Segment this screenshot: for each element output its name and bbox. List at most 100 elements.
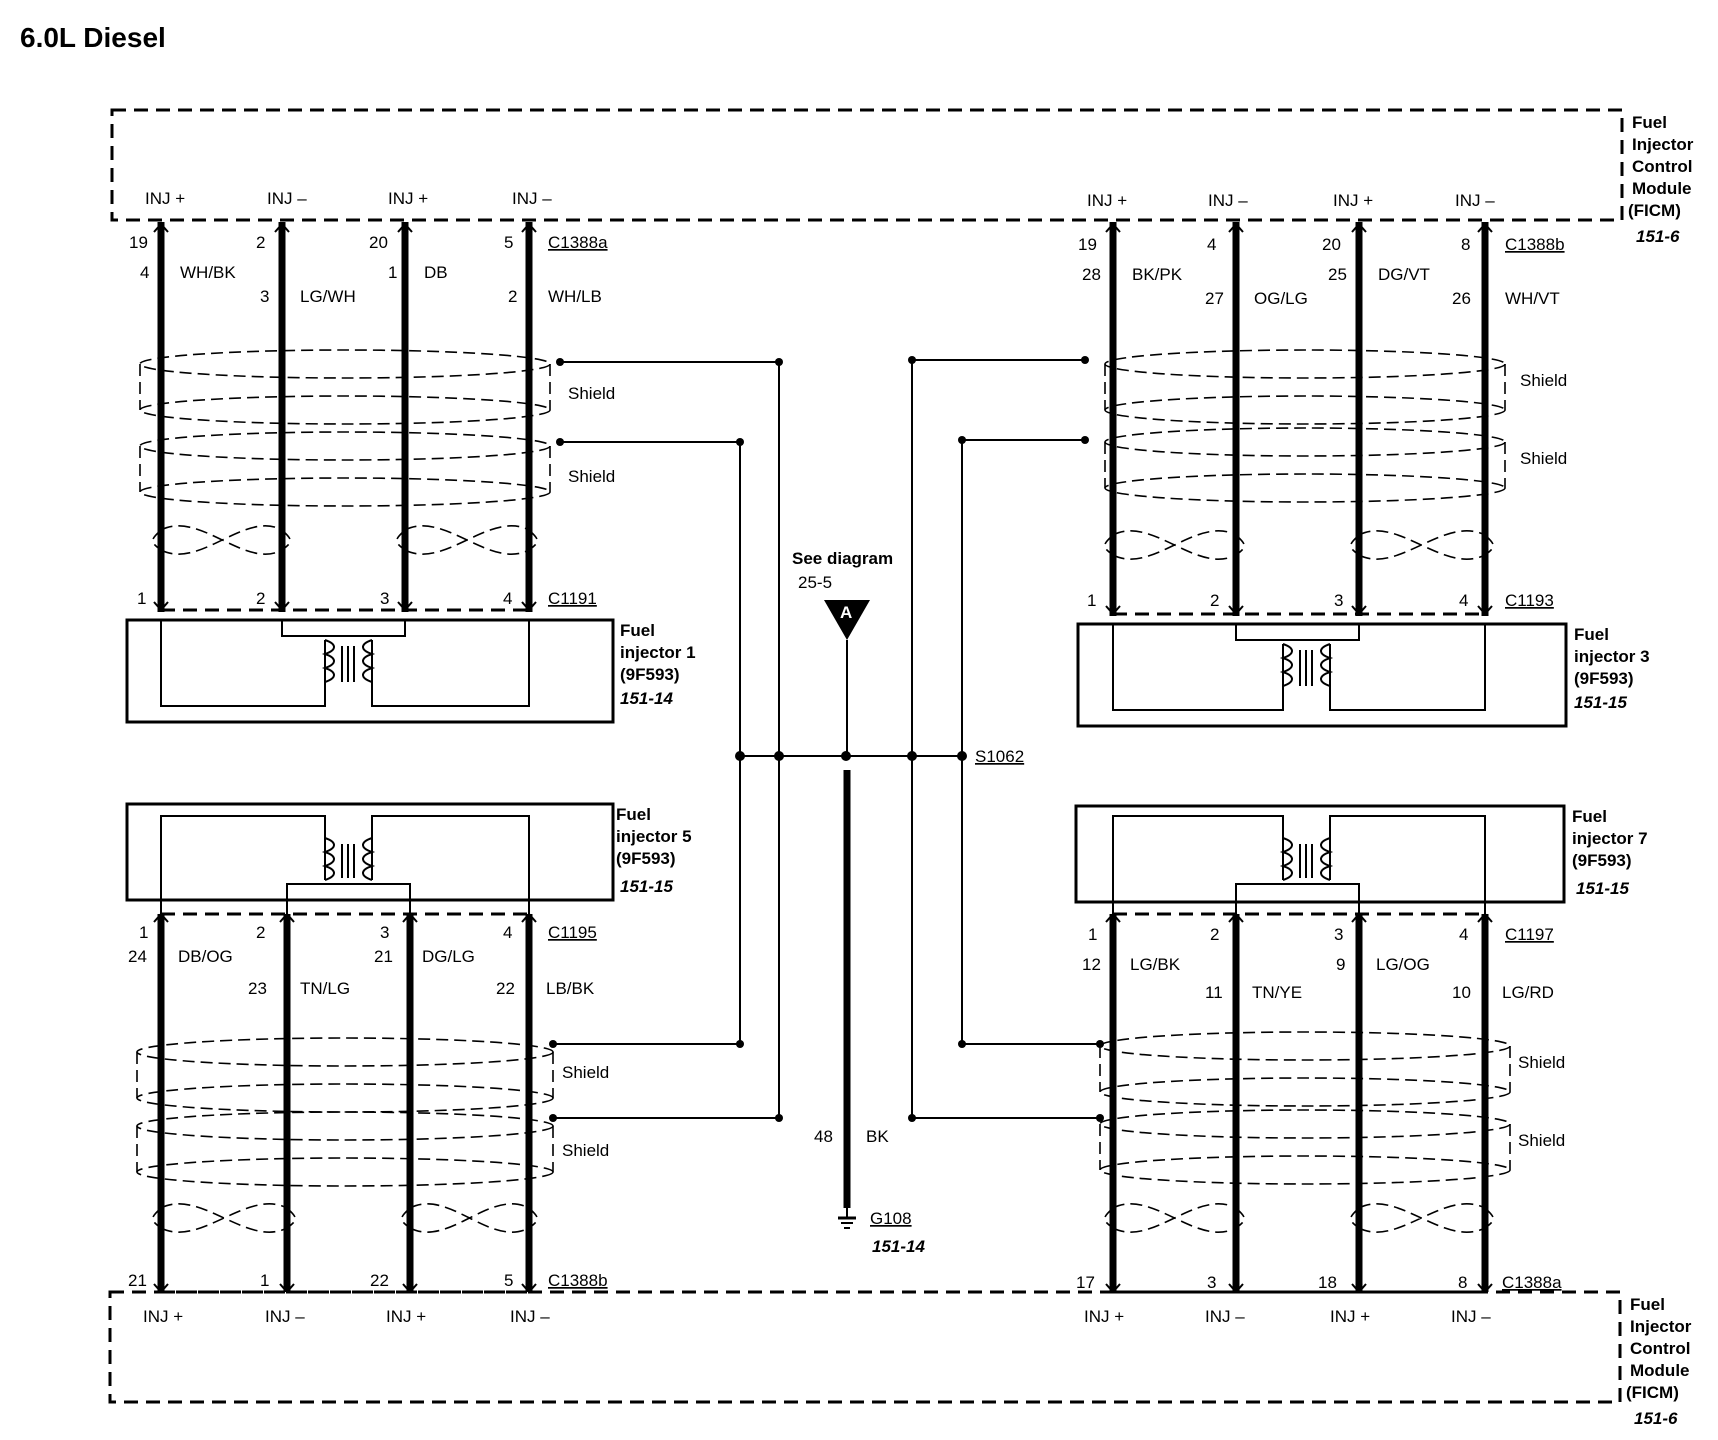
terminal-mark [1105,222,1121,233]
ficm-pin-label: INJ + [388,189,428,208]
injector-label-line: injector 7 [1572,829,1648,848]
injector-coil [1279,837,1334,881]
injector-ref: 151-15 [1576,879,1629,898]
ficm-pin-label: INJ + [145,189,185,208]
terminal-mark [1477,1283,1493,1294]
injector-5-label: Fuel injector 5 (9F593) 151-15 [616,805,692,896]
injector-label-line: (9F593) [1574,669,1634,688]
terminal-mark [1228,605,1244,616]
ficm-top-line: Module [1632,179,1692,198]
shield-label: Shield [562,1141,609,1160]
ficm-pin-number: 19 [1078,235,1097,254]
terminal-mark [1351,605,1367,616]
circuit-number: 2 [508,287,517,306]
injector-pin-number: 2 [256,589,265,608]
injector-pin-number: 2 [256,923,265,942]
ficm-pin-number: 21 [128,1271,147,1290]
ficm-pin-label: INJ – [512,189,552,208]
shield-label: Shield [1518,1131,1565,1150]
see-diagram-number: 25-5 [798,573,832,592]
ficm-pin-number: 20 [1322,235,1341,254]
connector-label: C1388b [1505,235,1565,254]
ground-circuit-number: 48 [814,1127,833,1146]
shield-label: Shield [568,467,615,486]
connector-label: C1191 [548,589,597,608]
injector-label-line: injector 1 [620,643,696,662]
terminal-mark [521,1283,537,1294]
ficm-pin-number: 3 [1207,1273,1216,1292]
ficm-pin-label: INJ – [1205,1307,1245,1326]
shield: Shield [139,431,615,507]
ficm-bottom-line: Fuel [1630,1295,1665,1314]
injector-pin-number: 1 [1088,925,1097,944]
ficm-bottom-line: Injector [1630,1317,1692,1336]
ficm-pin-number: 5 [504,1271,513,1290]
connection-marker-letter: A [840,603,852,622]
injector-label-line: (9F593) [616,849,676,868]
ficm-pin-number: 4 [1207,235,1216,254]
wire-color: WH/VT [1505,289,1560,308]
circuit-number: 11 [1205,983,1223,1002]
terminal-mark [153,912,169,923]
ficm-bottom-line: Module [1630,1361,1690,1380]
ground-icon [838,1208,856,1229]
injector-pin-number: 2 [1210,925,1219,944]
injector-coil [321,837,376,881]
ground-wire-color: BK [866,1127,889,1146]
circuit-number: 27 [1205,289,1224,308]
ficm-pin-number: 8 [1461,235,1470,254]
ficm-top-ref: 151-6 [1636,227,1680,246]
injector-ref: 151-15 [1574,693,1627,712]
shield: Shield [1104,427,1567,503]
connector-label: C1388b [548,1271,608,1290]
ficm-top-line: Injector [1632,135,1694,154]
shield-label: Shield [562,1063,609,1082]
terminal-mark [1228,222,1244,233]
circuit-number: 9 [1336,955,1345,974]
ficm-pin-label: INJ + [1330,1307,1370,1326]
wire-color: TN/YE [1252,983,1302,1002]
wire-color: DG/LG [422,947,475,966]
shield: Shield [1104,349,1567,425]
injector-pin-number: 3 [380,589,389,608]
injector-label-line: Fuel [1574,625,1609,644]
injector-label-line: (9F593) [620,665,680,684]
ficm-bottom: Fuel Injector Control Module (FICM) 151-… [108,1290,1692,1428]
injector-box [1076,622,1568,728]
injector-1-circuit: 19 2 20 5 C1388a 4 WH/BK 3 LG/WH 1 DB 2 … [125,222,696,724]
terminal-mark [1477,912,1493,923]
wire-color: LG/OG [1376,955,1430,974]
shield-label: Shield [1518,1053,1565,1072]
terminal-mark [1105,1283,1121,1294]
circuit-number: 10 [1452,983,1471,1002]
terminal-mark [521,601,537,612]
ficm-pin-number: 2 [256,233,265,252]
injector-coil [1279,643,1334,687]
ficm-pin-label: INJ – [265,1307,305,1326]
terminal-mark [1351,912,1367,923]
wire-color: WH/BK [180,263,236,282]
wire-color: LG/RD [1502,983,1554,1002]
connector-label: C1195 [548,923,597,942]
circuit-number: 1 [388,263,397,282]
injector-ref: 151-14 [620,689,673,708]
terminal-mark [1228,912,1244,923]
ficm-pin-number: 1 [260,1271,269,1290]
wire-color: DB/OG [178,947,233,966]
injector-label-line: Fuel [1572,807,1607,826]
terminal-mark [1351,222,1367,233]
terminal-mark [397,222,413,233]
shield-label: Shield [1520,371,1567,390]
terminal-mark [1105,912,1121,923]
terminal-mark [1477,605,1493,616]
circuit-number: 25 [1328,265,1347,284]
wire-color: TN/LG [300,979,350,998]
twisted-pair-symbol [1103,1203,1495,1233]
shield: Shield [136,1111,609,1187]
ficm-top-line: Fuel [1632,113,1667,132]
ficm-pin-label: INJ – [267,189,307,208]
circuit-number: 3 [260,287,269,306]
wire-color: DB [424,263,448,282]
page-title: 6.0L Diesel [20,22,166,53]
